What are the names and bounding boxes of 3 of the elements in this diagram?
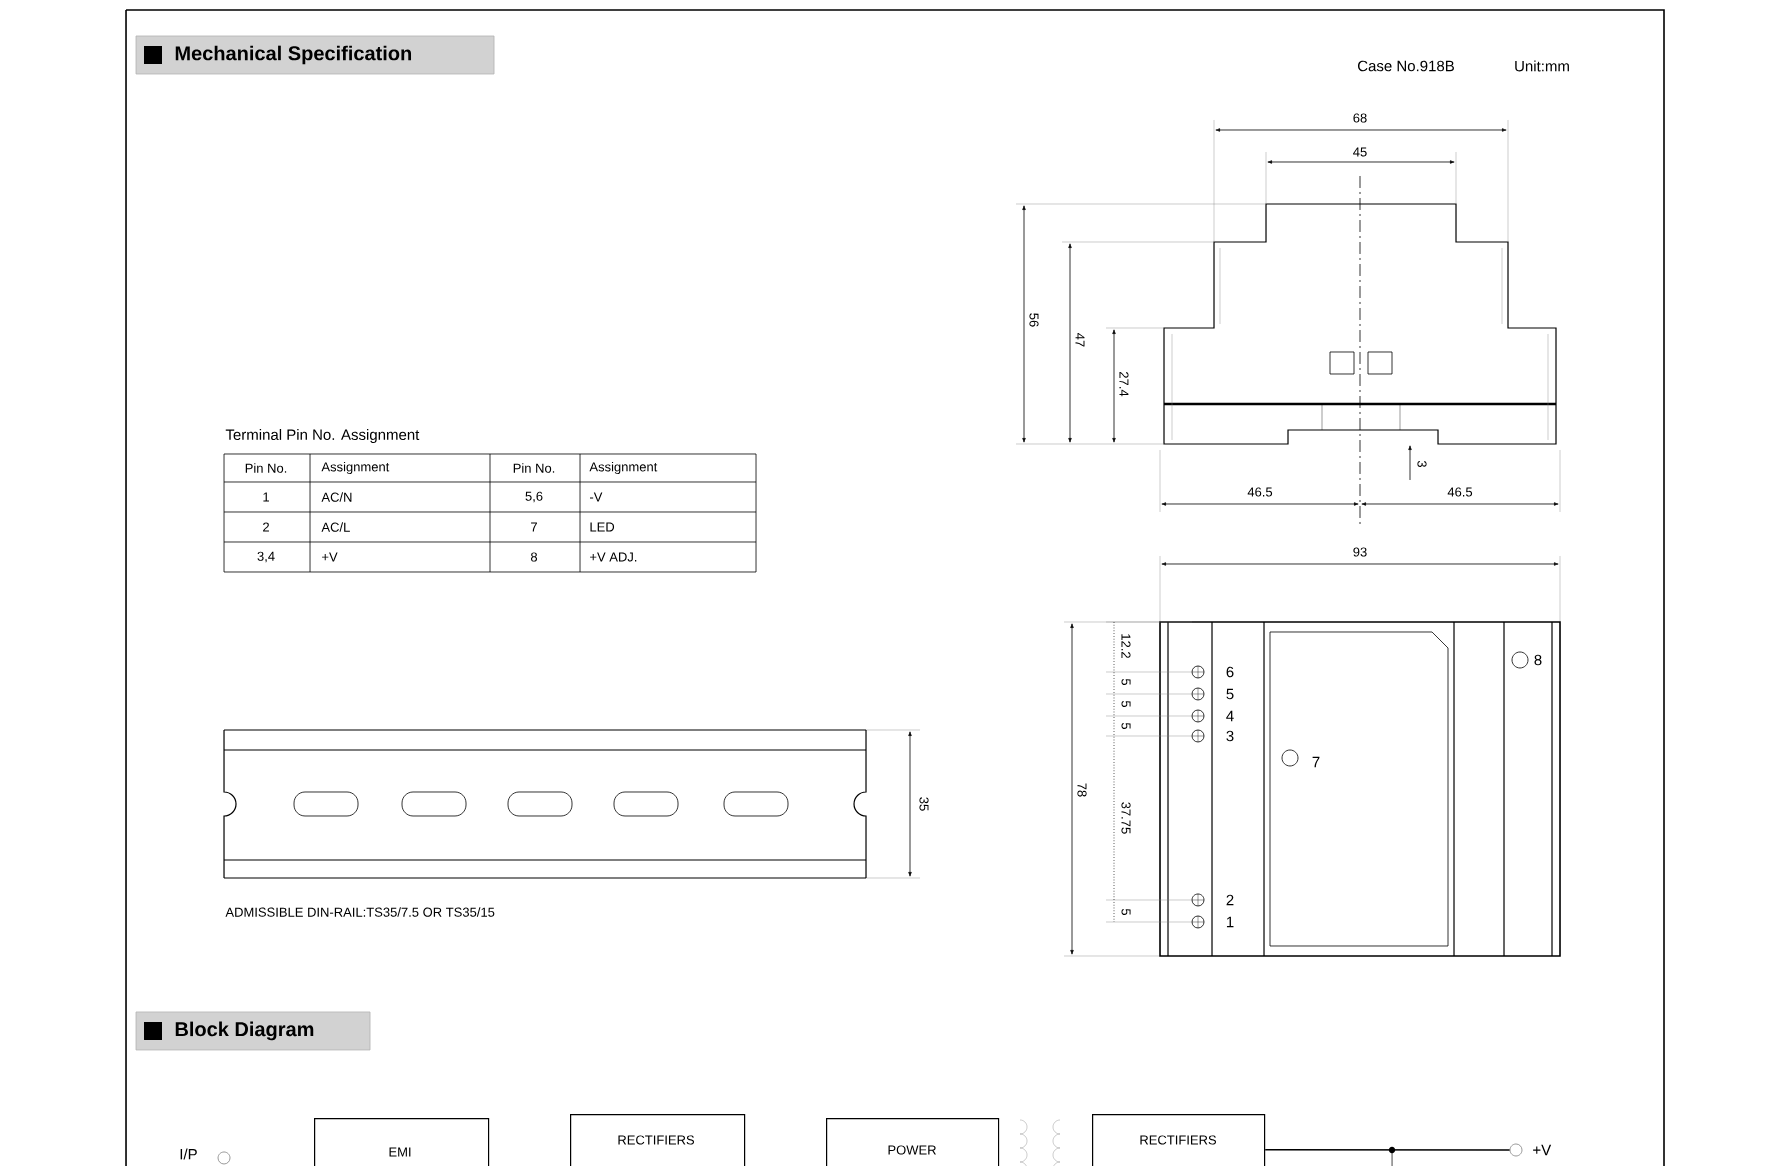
connector-line (1264, 1149, 1511, 1151)
section-heading: Mechanical Specification (135, 35, 495, 75)
section-heading: Block Diagram (135, 1011, 371, 1051)
